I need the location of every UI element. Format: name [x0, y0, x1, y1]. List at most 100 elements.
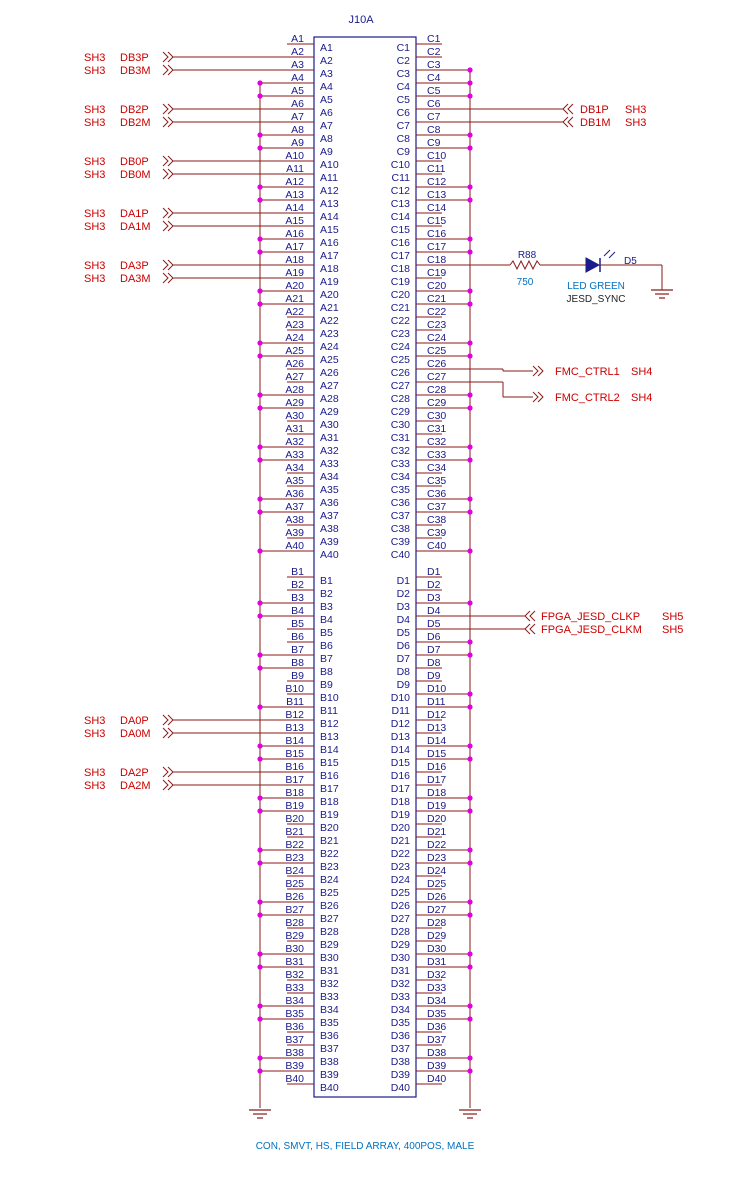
junction-dot-a21	[257, 301, 263, 307]
offpage-arrow-icon	[529, 623, 536, 635]
pin-number-inner-c22: C22	[391, 315, 410, 327]
net-sheet-ref: SH3	[84, 117, 105, 129]
pin-number-outer-d24: D24	[427, 865, 446, 877]
junction-dot-d18	[467, 795, 473, 801]
pin-number-outer-c38: C38	[427, 514, 446, 526]
pin-number-outer-c32: C32	[427, 436, 446, 448]
pin-number-inner-b33: B33	[320, 991, 339, 1003]
offpage-arrow-icon	[162, 766, 169, 778]
pin-number-outer-c37: C37	[427, 501, 446, 513]
junction-dot-d15	[467, 756, 473, 762]
pin-number-outer-d5: D5	[427, 618, 441, 630]
connector-description: CON, SMVT, HS, FIELD ARRAY, 400POS, MALE	[256, 1141, 475, 1152]
pin-number-inner-d8: D8	[397, 666, 411, 678]
offpage-arrow-icon	[167, 766, 174, 778]
pin-number-inner-c31: C31	[391, 432, 410, 444]
pin-number-outer-b22: B22	[285, 839, 304, 851]
pin-number-outer-b36: B36	[285, 1021, 304, 1033]
led-net-label: JESD_SYNC	[567, 294, 626, 305]
pin-number-inner-a36: A36	[320, 497, 339, 509]
pin-number-outer-c2: C2	[427, 46, 441, 58]
pin-number-outer-c36: C36	[427, 488, 446, 500]
pin-number-inner-b40: B40	[320, 1082, 339, 1094]
pin-number-inner-a37: A37	[320, 510, 339, 522]
pin-number-outer-a37: A37	[285, 501, 304, 513]
pin-number-outer-c12: C12	[427, 176, 446, 188]
pin-number-inner-c35: C35	[391, 484, 410, 496]
pin-number-inner-c38: C38	[391, 523, 410, 535]
net-name: FMC_CTRL1	[555, 366, 620, 378]
pin-number-outer-b25: B25	[285, 878, 304, 890]
net-name: DB0P	[120, 156, 149, 168]
pin-number-outer-b33: B33	[285, 982, 304, 994]
pin-number-outer-a8: A8	[291, 124, 304, 136]
offpage-arrow-icon	[162, 155, 169, 167]
offpage-arrow-icon	[562, 116, 569, 128]
pin-number-outer-c1: C1	[427, 33, 441, 45]
pin-number-inner-a5: A5	[320, 94, 333, 106]
pin-number-inner-b17: B17	[320, 783, 339, 795]
pin-number-outer-a38: A38	[285, 514, 304, 526]
pin-number-inner-c23: C23	[391, 328, 410, 340]
junction-dot-b18	[257, 795, 263, 801]
pin-number-inner-c29: C29	[391, 406, 410, 418]
net-name: DA0M	[120, 728, 151, 740]
pin-number-outer-c15: C15	[427, 215, 446, 227]
pin-number-inner-a40: A40	[320, 549, 339, 561]
junction-dot-b27	[257, 912, 263, 918]
pin-number-outer-c33: C33	[427, 449, 446, 461]
pin-number-outer-d28: D28	[427, 917, 446, 929]
pin-number-inner-b34: B34	[320, 1004, 339, 1016]
led-light-arrow-icon	[603, 249, 611, 257]
offpage-arrow-icon	[167, 155, 174, 167]
pin-number-outer-d6: D6	[427, 631, 441, 643]
pin-number-inner-c30: C30	[391, 419, 410, 431]
pin-number-outer-b26: B26	[285, 891, 304, 903]
offpage-arrow-icon	[529, 610, 536, 622]
junction-dot-a24	[257, 340, 263, 346]
pin-number-outer-d29: D29	[427, 930, 446, 942]
junction-dot-b7	[257, 652, 263, 658]
pin-number-outer-a11: A11	[286, 163, 304, 175]
ground-icon-left	[249, 1109, 271, 1119]
pin-number-outer-c10: C10	[427, 150, 446, 162]
junction-dot-d22	[467, 847, 473, 853]
pin-number-outer-d25: D25	[427, 878, 446, 890]
pin-number-outer-d26: D26	[427, 891, 446, 903]
junction-dot-d7	[467, 652, 473, 658]
pin-number-inner-d6: D6	[397, 640, 411, 652]
offpage-arrow-icon	[162, 168, 169, 180]
pin-number-inner-d3: D3	[397, 601, 411, 613]
pin-number-outer-a24: A24	[285, 332, 304, 344]
junction-dot-c12	[467, 184, 473, 190]
pin-number-inner-a6: A6	[320, 107, 333, 119]
pin-number-inner-b19: B19	[320, 809, 339, 821]
junction-dot-d14	[467, 743, 473, 749]
pin-number-inner-a7: A7	[320, 120, 333, 132]
pin-number-inner-b12: B12	[320, 718, 339, 730]
pin-number-outer-b3: B3	[291, 592, 304, 604]
pin-number-outer-d18: D18	[427, 787, 446, 799]
pin-number-outer-c21: C21	[427, 293, 446, 305]
junction-dot-b3	[257, 600, 263, 606]
pin-number-outer-b37: B37	[285, 1034, 304, 1046]
pin-number-inner-a4: A4	[320, 81, 333, 93]
pin-number-inner-b36: B36	[320, 1030, 339, 1042]
pin-number-inner-d1: D1	[397, 575, 411, 587]
offpage-arrow-icon	[167, 207, 174, 219]
pin-number-outer-b16: B16	[285, 761, 304, 773]
connector-refdes: J10A	[348, 14, 374, 26]
pin-number-outer-c16: C16	[427, 228, 446, 240]
junction-dot-c36	[467, 496, 473, 502]
junction-dot-b26	[257, 899, 263, 905]
pin-number-inner-a26: A26	[320, 367, 339, 379]
pin-number-inner-b10: B10	[320, 692, 339, 704]
pin-number-inner-a17: A17	[320, 250, 339, 262]
pin-number-inner-c21: C21	[391, 302, 410, 314]
pin-number-inner-c25: C25	[391, 354, 410, 366]
pin-number-inner-d27: D27	[391, 913, 410, 925]
